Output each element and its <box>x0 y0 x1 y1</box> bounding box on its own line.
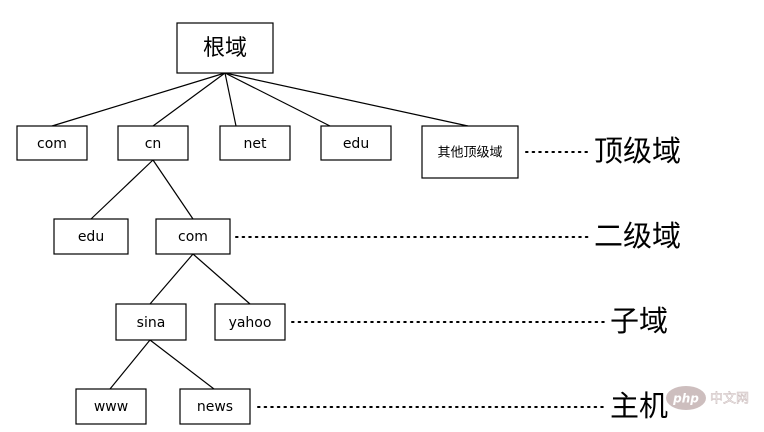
root-node: 根域 <box>176 22 274 74</box>
tree-edges <box>51 72 469 390</box>
top-level-node-other: 其他顶级域 <box>421 125 519 179</box>
node-label-cn-com: com <box>178 229 208 245</box>
level-guides <box>235 151 607 408</box>
edge-sina-news <box>149 339 215 390</box>
watermark-logo-badge <box>666 386 706 410</box>
edge-sina-www <box>109 339 151 390</box>
top-level-node-edu: edu <box>320 125 392 161</box>
edge-root-edu <box>224 72 331 127</box>
node-label-edu: edu <box>343 136 369 152</box>
top-level-node-net: net <box>219 125 291 161</box>
edge-root-other <box>224 72 469 127</box>
edge-root-com <box>51 72 226 127</box>
level-label-host: 主机 <box>610 389 668 423</box>
second-level-node-com: com <box>155 218 231 255</box>
node-label-com: com <box>37 136 67 152</box>
level-label-top: 顶级域 <box>594 134 681 168</box>
second-level-node-edu: edu <box>53 218 129 255</box>
level-label-second: 二级域 <box>594 219 681 253</box>
node-label-cn-edu: edu <box>78 229 104 245</box>
edge-root-cn <box>152 72 226 127</box>
node-label-sina: sina <box>137 315 166 331</box>
edge-com-yahoo <box>192 253 251 305</box>
sub-domain-node-yahoo: yahoo <box>214 303 286 341</box>
node-label-net: net <box>244 136 267 152</box>
edge-root-net <box>224 72 237 127</box>
host-node-www: www <box>75 388 147 425</box>
node-label-www: www <box>94 399 128 415</box>
watermark: php 中文网 <box>666 386 749 410</box>
top-level-node-com: com <box>16 125 88 161</box>
node-label-news: news <box>197 399 233 415</box>
level-label-sub: 子域 <box>610 304 668 338</box>
edge-com-sina <box>149 253 194 305</box>
node-label-yahoo: yahoo <box>229 315 272 331</box>
watermark-logo-text: php <box>672 392 699 406</box>
top-level-node-cn: cn <box>117 125 189 161</box>
sub-domain-node-sina: sina <box>115 303 187 341</box>
edge-cn-edu <box>90 159 154 220</box>
node-label-other: 其他顶级域 <box>437 146 502 161</box>
host-node-news: news <box>179 388 251 425</box>
edge-cn-com <box>152 159 194 220</box>
watermark-site-text: 中文网 <box>710 392 749 407</box>
node-label-cn: cn <box>145 136 162 152</box>
root-label: 根域 <box>203 36 247 61</box>
